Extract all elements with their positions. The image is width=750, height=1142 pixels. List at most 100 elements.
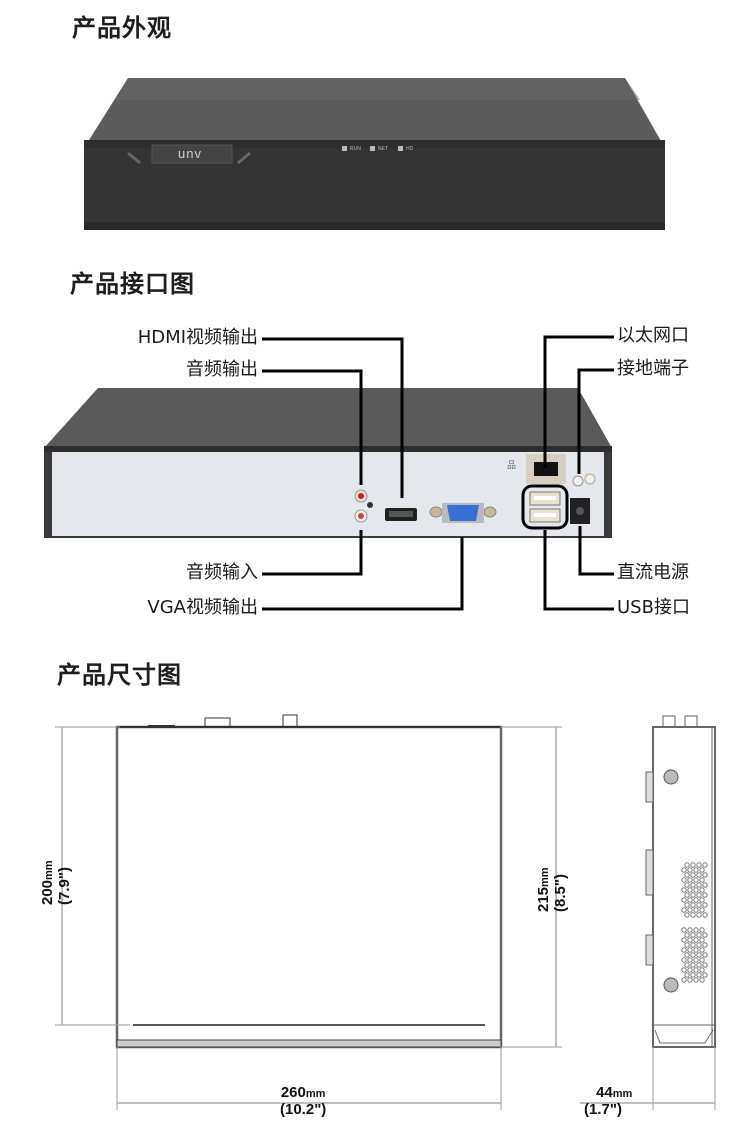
- vent-hole: [696, 902, 702, 908]
- vent-hole: [699, 937, 705, 943]
- vent-hole: [684, 862, 690, 868]
- vent-hole: [699, 927, 705, 933]
- vent-hole: [690, 872, 696, 878]
- appearance-title: 产品外观: [72, 14, 172, 42]
- vent-hole: [693, 977, 699, 983]
- vent-hole: [693, 877, 699, 883]
- vent-hole: [681, 907, 687, 913]
- side-screw-icon: [663, 769, 679, 785]
- vent-hole: [696, 952, 702, 958]
- led-label-hd: HD: [406, 146, 414, 152]
- vent-hole: [684, 932, 690, 938]
- dim-depth-total-value: 215: [535, 886, 552, 912]
- vent-hole: [702, 862, 708, 868]
- callout-audio-in: [262, 530, 363, 576]
- led-net-icon: [370, 146, 375, 151]
- vent-hole: [693, 967, 699, 973]
- dim-height-inch: (1.7"): [584, 1101, 622, 1118]
- callout-lines: [262, 335, 614, 611]
- vent-hole: [696, 892, 702, 898]
- callout-ethernet: [543, 335, 614, 468]
- usb-highlight: [521, 484, 569, 530]
- vent-hole: [681, 977, 687, 983]
- vent-hole: [696, 962, 702, 968]
- vent-hole: [687, 877, 693, 883]
- vent-hole: [684, 942, 690, 948]
- back-panel-face: [52, 452, 604, 536]
- vent-hole: [690, 902, 696, 908]
- vent-hole: [684, 892, 690, 898]
- svg-text:品: 品: [507, 460, 516, 471]
- dim-depth-front: 200mm (7.9"): [39, 860, 73, 905]
- vent-hole: [687, 947, 693, 953]
- vent-hole: [699, 887, 705, 893]
- vent-hole: [693, 937, 699, 943]
- dim-depth-total: 215mm (8.5"): [535, 867, 569, 912]
- label-audio-output: 音频输出: [186, 359, 258, 380]
- vga-port-icon: [447, 505, 479, 521]
- vent-hole: [702, 942, 708, 948]
- vent-hole: [696, 872, 702, 878]
- vent-hole: [687, 927, 693, 933]
- vent-hole: [681, 897, 687, 903]
- vent-hole: [690, 932, 696, 938]
- dim-depth-total-inch: (8.5"): [552, 874, 569, 912]
- vent-hole: [684, 902, 690, 908]
- vent-hole: [681, 927, 687, 933]
- callout-usb: [543, 530, 614, 611]
- label-audio-input: 音频输入: [186, 562, 258, 583]
- vent-hole: [690, 952, 696, 958]
- vent-hole: [684, 882, 690, 888]
- vent-hole: [681, 887, 687, 893]
- vent-hole: [684, 912, 690, 918]
- vent-hole: [687, 957, 693, 963]
- vent-hole: [687, 897, 693, 903]
- label-ethernet: 以太网口: [617, 325, 689, 346]
- vent-hole: [681, 877, 687, 883]
- vent-hole: [699, 877, 705, 883]
- led-hd-icon: [398, 146, 403, 151]
- vent-hole: [699, 867, 705, 873]
- vent-hole: [687, 907, 693, 913]
- label-usb: USB接口: [617, 597, 690, 618]
- vent-hole: [690, 862, 696, 868]
- dim-width-inch: (10.2"): [280, 1101, 327, 1118]
- vent-hole: [690, 892, 696, 898]
- ethernet-port-icon: [534, 462, 558, 476]
- vent-hole: [681, 957, 687, 963]
- led-run-icon: [342, 146, 347, 151]
- callout-audio-out: [262, 369, 363, 485]
- led-label-net: NET: [378, 146, 388, 152]
- vent-hole: [699, 957, 705, 963]
- back-device-image: 品: [44, 388, 612, 538]
- vent-hole: [690, 962, 696, 968]
- vent-hole: [696, 862, 702, 868]
- vent-hole: [681, 867, 687, 873]
- vent-hole: [702, 892, 708, 898]
- vent-hole: [687, 977, 693, 983]
- dim-width: 260mm (10.2"): [280, 1085, 326, 1118]
- dim-width-unit: mm: [305, 1088, 326, 1100]
- vent-hole: [693, 927, 699, 933]
- brand-logo: UNV: [178, 146, 202, 161]
- callout-vga: [262, 537, 464, 611]
- vent-hole: [699, 967, 705, 973]
- vent-hole: [684, 872, 690, 878]
- vent-hole: [684, 952, 690, 958]
- vent-hole: [702, 912, 708, 918]
- vent-hole: [702, 902, 708, 908]
- vent-hole: [696, 972, 702, 978]
- vent-hole: [696, 912, 702, 918]
- callout-hdmi: [262, 337, 404, 498]
- vent-hole: [699, 977, 705, 983]
- ground-terminal-icon: [572, 475, 584, 487]
- dim-depth-front-inch: (7.9"): [56, 867, 73, 905]
- vent-hole: [693, 897, 699, 903]
- vent-hole: [702, 952, 708, 958]
- label-hdmi-output: HDMI视频输出: [137, 327, 258, 348]
- vent-hole: [681, 947, 687, 953]
- vent-hole: [696, 882, 702, 888]
- vent-hole: [702, 962, 708, 968]
- vent-hole: [702, 972, 708, 978]
- dim-depth-front-value: 200: [39, 879, 56, 905]
